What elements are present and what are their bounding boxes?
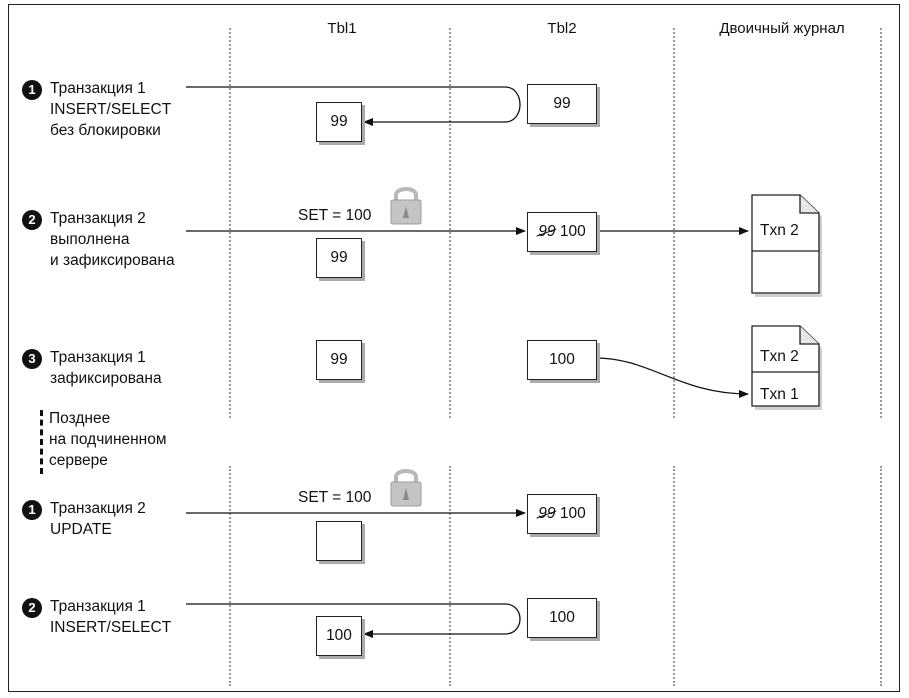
tbl2-value-box: 99	[527, 84, 597, 124]
old-value: 99	[538, 223, 556, 240]
step-number: 1	[22, 500, 42, 520]
column-divider	[880, 466, 882, 686]
step-label: Транзакция 1 INSERT/SELECT без блокировк…	[50, 80, 172, 139]
step-number: 1	[22, 80, 42, 100]
tbl1-value-box: 100	[316, 616, 362, 656]
column-divider	[449, 466, 451, 686]
step-number: 2	[22, 598, 42, 618]
lock-icon	[390, 187, 422, 225]
column-header-binlog: Двоичный журнал	[719, 20, 845, 37]
tbl2-value-box: 99 100	[527, 212, 597, 252]
later-marker	[40, 410, 43, 474]
tbl2-value-box: 100	[527, 598, 597, 638]
column-header-tbl1: Tbl1	[327, 20, 357, 37]
diagram-frame	[8, 4, 900, 692]
step-label: Транзакция 2 выполнена и зафиксирована	[50, 210, 175, 269]
column-divider	[449, 28, 451, 418]
lock-icon	[390, 469, 422, 507]
arrow-step3-to-log	[595, 357, 749, 398]
tbl1-value-box: 99	[316, 238, 362, 278]
tbl1-value-box: 99	[316, 102, 362, 142]
tbl1-value-box: 99	[316, 340, 362, 380]
step-label: Транзакция 2 UPDATE	[50, 500, 146, 538]
step-number: 3	[22, 349, 42, 369]
binlog-entry: Txn 1	[760, 386, 799, 403]
column-divider	[229, 28, 231, 418]
column-header-tbl2: Tbl2	[547, 20, 577, 37]
arrow-slave2	[186, 603, 521, 638]
binlog-entry: Txn 2	[760, 348, 799, 365]
tbl2-value-box: 100	[527, 340, 597, 380]
document-icon	[751, 194, 822, 297]
set-label: SET = 100	[298, 207, 372, 224]
old-value: 99	[538, 505, 556, 522]
new-value: 100	[559, 505, 586, 522]
step-label: Транзакция 1 зафиксирована	[50, 349, 162, 387]
column-divider	[229, 466, 231, 686]
binlog-entry: Txn 2	[760, 222, 799, 239]
step-label: Транзакция 1 INSERT/SELECT	[50, 598, 172, 636]
tbl1-value-box	[316, 521, 362, 561]
column-divider	[880, 28, 882, 418]
column-divider	[673, 466, 675, 686]
set-label: SET = 100	[298, 489, 372, 506]
later-note: Позднее на подчиненном сервере	[49, 410, 167, 469]
column-divider	[673, 28, 675, 418]
document-icon	[751, 325, 822, 410]
tbl2-value-box: 99 100	[527, 494, 597, 534]
new-value: 100	[559, 223, 586, 240]
arrow-step1	[186, 86, 521, 126]
step-number: 2	[22, 210, 42, 230]
